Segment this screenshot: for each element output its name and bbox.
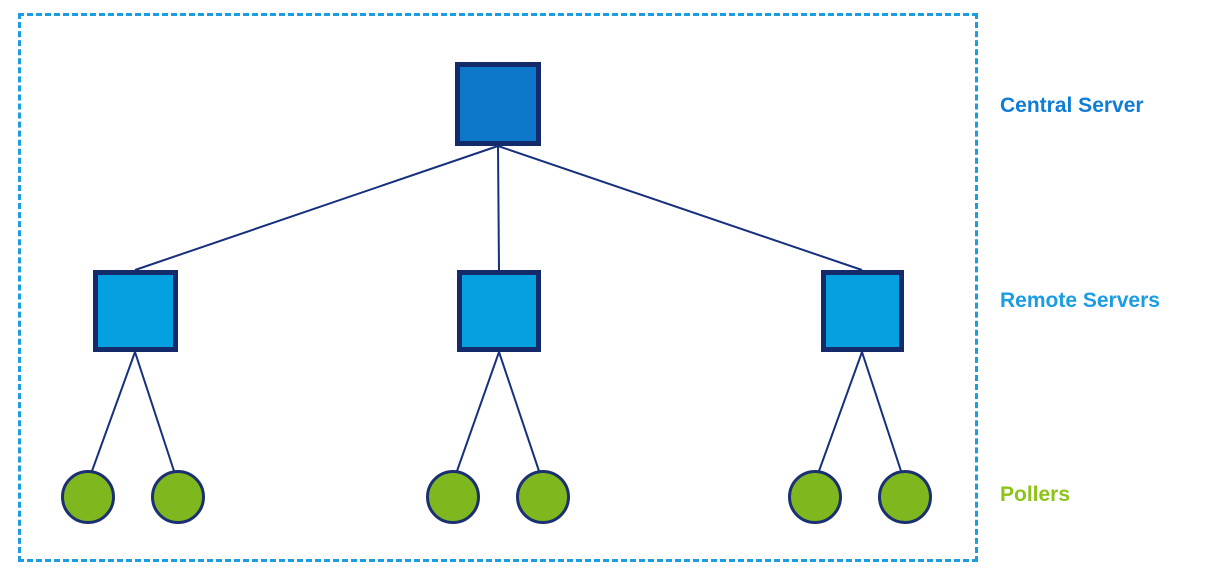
poller-node-2[interactable] — [151, 470, 205, 524]
poller-node-4[interactable] — [516, 470, 570, 524]
remote-server-node-1[interactable] — [93, 270, 178, 352]
poller-node-5[interactable] — [788, 470, 842, 524]
edge-central-to-remote-2 — [497, 145, 500, 271]
tier-label-pollers: Pollers — [1000, 483, 1071, 506]
edge-remote-3-to-poller-6 — [861, 351, 902, 472]
group-boundary-dashed — [18, 13, 978, 562]
remote-server-node-2[interactable] — [457, 270, 541, 352]
poller-node-6[interactable] — [878, 470, 932, 524]
tier-label-central-server: Central Server — [1000, 94, 1144, 117]
edge-remote-1-to-poller-2 — [134, 351, 175, 472]
edge-central-to-remote-3 — [497, 145, 863, 271]
remote-server-node-3[interactable] — [821, 270, 904, 352]
tier-label-remote-servers: Remote Servers — [1000, 289, 1160, 312]
edge-remote-2-to-poller-4 — [498, 351, 540, 472]
edge-remote-1-to-poller-1 — [91, 351, 136, 472]
poller-node-3[interactable] — [426, 470, 480, 524]
edge-remote-2-to-poller-3 — [456, 351, 500, 472]
central-server-node[interactable] — [455, 62, 541, 146]
poller-node-1[interactable] — [61, 470, 115, 524]
edge-remote-3-to-poller-5 — [818, 351, 863, 472]
edge-central-to-remote-1 — [134, 145, 499, 271]
